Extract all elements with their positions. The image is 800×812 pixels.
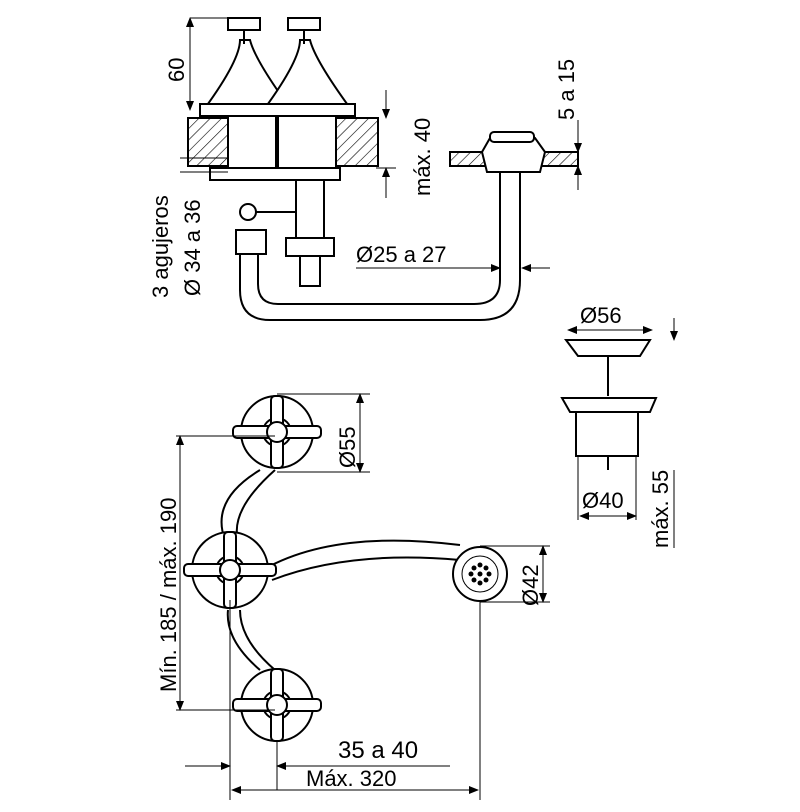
handle-left (203, 39, 292, 109)
label-handle-height: 60 (164, 58, 189, 82)
handle-top (232, 395, 322, 469)
plan-view (176, 393, 550, 800)
label-holes-count: 3 agujeros (148, 195, 173, 298)
label-total-width: Máx. 320 (306, 766, 397, 791)
label-drain-height: máx. 55 (648, 470, 673, 548)
handle-right (263, 39, 352, 109)
label-handle-spacing: Mín. 185 / máx. 190 (156, 498, 181, 692)
label-drain-hole-diameter: Ø25 a 27 (356, 242, 447, 267)
label-drain-top-diameter: Ø56 (580, 303, 622, 328)
label-offset: 35 a 40 (338, 737, 418, 764)
handle-bottom (232, 668, 322, 742)
handle-center (183, 531, 277, 609)
drain-detail (560, 318, 678, 548)
label-holes-diameter: Ø 34 a 36 (180, 199, 205, 296)
label-drain-deck-range: 5 a 15 (554, 59, 579, 120)
label-drain-plan-diameter: Ø42 (518, 564, 543, 606)
side-view (180, 17, 582, 321)
label-drain-body-diameter: Ø40 (582, 488, 624, 513)
label-deck-thickness: máx. 40 (410, 118, 435, 196)
drain-plan (452, 546, 508, 602)
label-handle-diameter: Ø55 (335, 426, 360, 468)
